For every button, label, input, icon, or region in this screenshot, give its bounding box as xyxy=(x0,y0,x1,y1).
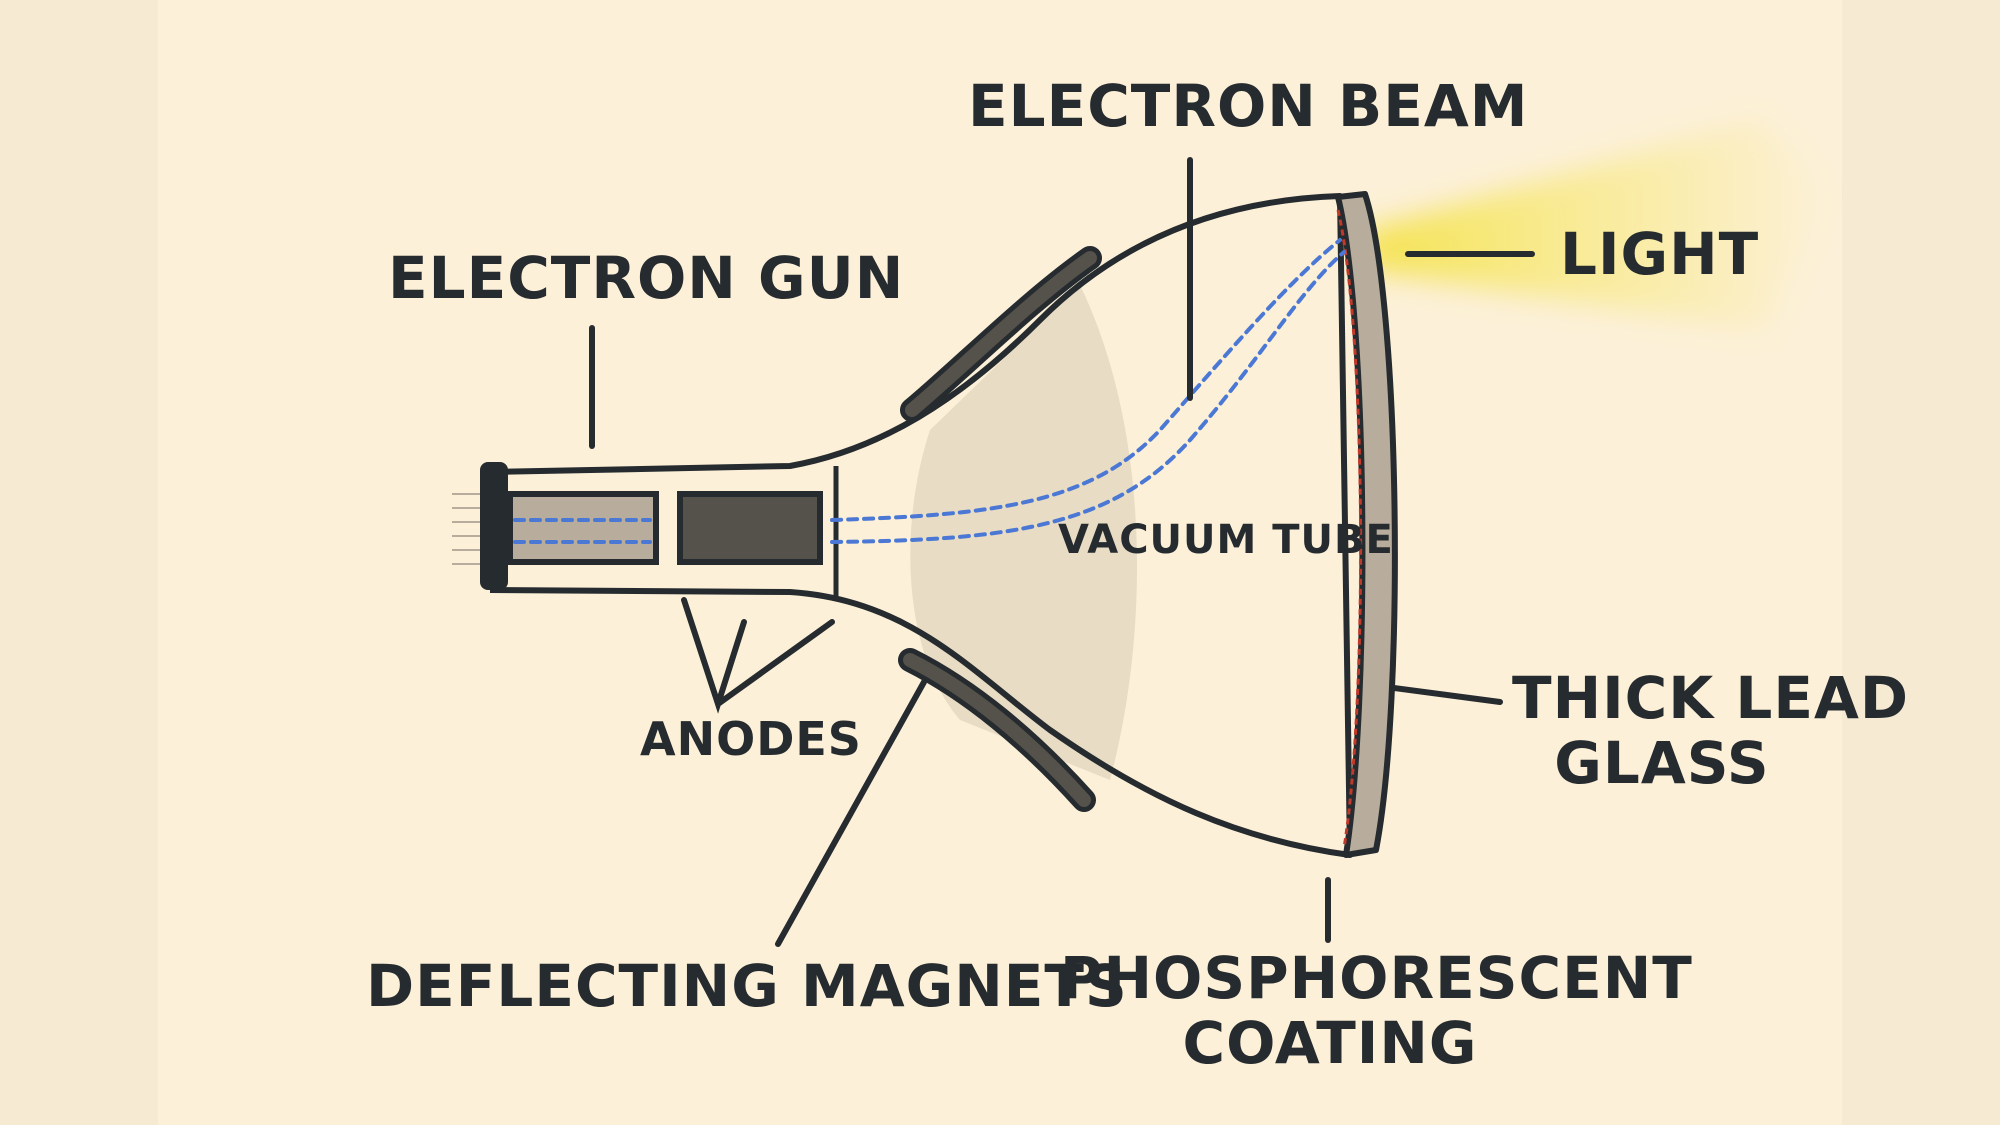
label-thick-lead-glass-line2: GLASS xyxy=(1554,728,1770,797)
anode-block xyxy=(677,491,823,565)
leader-anodes xyxy=(681,597,835,714)
gun-cap xyxy=(480,462,508,590)
label-electron-gun: ELECTRON GUN xyxy=(388,244,905,312)
phosphorescent-coating xyxy=(1336,209,1363,849)
vacuum-haze xyxy=(910,285,1138,780)
label-anodes: ANODES xyxy=(640,712,862,766)
thick-lead-glass xyxy=(1335,191,1398,858)
magnet-bottom-bar-inner xyxy=(903,653,1091,807)
label-phosphorescent-coating-line2: COATING xyxy=(1182,1008,1478,1077)
label-thick-lead-glass: THICK LEAD GLASS xyxy=(1512,666,1908,797)
leader-thick-lead-glass xyxy=(1391,685,1503,705)
leader-deflecting-magnets xyxy=(775,679,927,947)
electron-gun-body xyxy=(507,491,659,565)
label-phosphorescent-coating-line1: PHOSPHORESCENT xyxy=(1060,944,1693,1012)
label-vacuum-tube: VACUUM TUBE xyxy=(1058,517,1394,563)
label-electron-beam: ELECTRON BEAM xyxy=(968,72,1529,140)
leader-lines xyxy=(589,157,1535,947)
label-light: LIGHT xyxy=(1560,220,1760,288)
label-deflecting-magnets: DEFLECTING MAGNETS xyxy=(366,952,1128,1020)
label-thick-lead-glass-line1: THICK LEAD xyxy=(1512,664,1909,732)
label-phosphorescent-coating: PHOSPHORESCENT COATING xyxy=(1060,946,1692,1077)
electron-beam-paths xyxy=(513,238,1346,544)
tube-outline xyxy=(489,193,1353,858)
light-glow xyxy=(1365,120,1830,330)
magnet-top-bar-inner xyxy=(905,251,1097,417)
gun-pins xyxy=(452,493,480,565)
